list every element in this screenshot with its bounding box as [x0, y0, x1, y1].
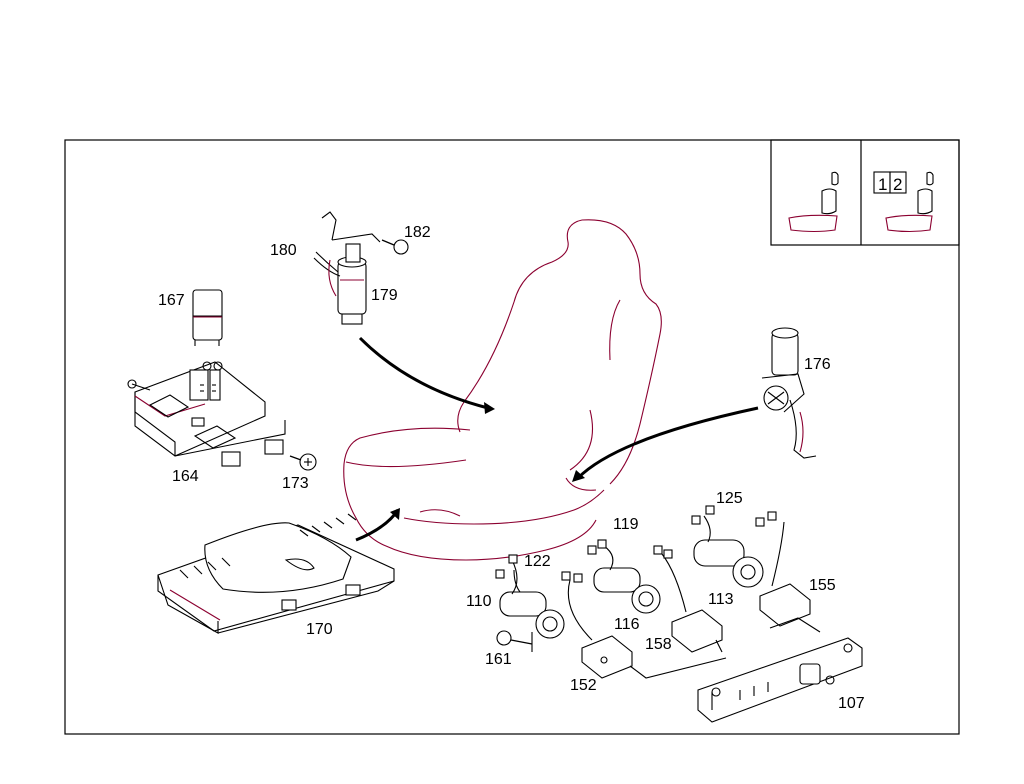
part-152-switch: [561, 571, 633, 679]
inset-panel: 1 2: [770, 139, 960, 246]
label-167: 167: [158, 292, 185, 309]
label-173: 173: [282, 475, 309, 492]
part-119-cable: [587, 539, 614, 571]
label-125: 125: [716, 490, 743, 507]
label-180: 180: [270, 242, 297, 259]
label-152: 152: [570, 677, 597, 694]
arrow-170-to-seat: [355, 508, 400, 542]
arrow-176-to-seat: [572, 406, 759, 482]
part-164-switch-assembly: [127, 361, 286, 467]
label-110: 110: [466, 593, 492, 610]
part-173-screw: [289, 453, 317, 471]
inset-box-1-label: 1: [878, 175, 887, 194]
part-158-switch: [653, 545, 723, 653]
arrow-179-to-seat: [358, 336, 495, 414]
part-155-switch: [755, 511, 811, 627]
label-176: 176: [804, 356, 831, 373]
label-122: 122: [524, 553, 551, 570]
part-113-motor: [693, 539, 764, 588]
part-179-pump: [313, 211, 381, 325]
label-179: 179: [371, 287, 398, 304]
part-176-motor: [761, 327, 817, 459]
inset-position-boxes: 1 2: [873, 171, 907, 194]
label-182: 182: [404, 224, 431, 241]
part-161-bolt: [496, 630, 533, 646]
label-158: 158: [645, 636, 672, 653]
inset-seat-icon-right: [885, 171, 934, 233]
part-167-switch-cap: [192, 289, 223, 346]
part-122-cable: [495, 554, 518, 595]
part-182-screw: [381, 239, 409, 255]
part-125-cable: [691, 505, 715, 543]
label-107: 107: [838, 695, 865, 712]
wiring-lines: [531, 617, 821, 679]
label-161: 161: [485, 651, 512, 668]
part-110-motor: [499, 569, 565, 639]
label-113: 113: [708, 591, 734, 608]
part-170-control-unit: [157, 513, 395, 634]
label-119: 119: [613, 516, 639, 533]
inset-box-2-label: 2: [893, 175, 902, 194]
part-116-motor: [593, 567, 661, 614]
seat-outline: [343, 219, 662, 561]
label-116: 116: [614, 616, 640, 633]
part-107-control-module: [697, 637, 863, 723]
label-155: 155: [809, 577, 836, 594]
inset-seat-icon-left: [788, 171, 839, 233]
diagram-frame: [64, 139, 960, 735]
label-170: 170: [306, 621, 333, 638]
label-164: 164: [172, 468, 199, 485]
